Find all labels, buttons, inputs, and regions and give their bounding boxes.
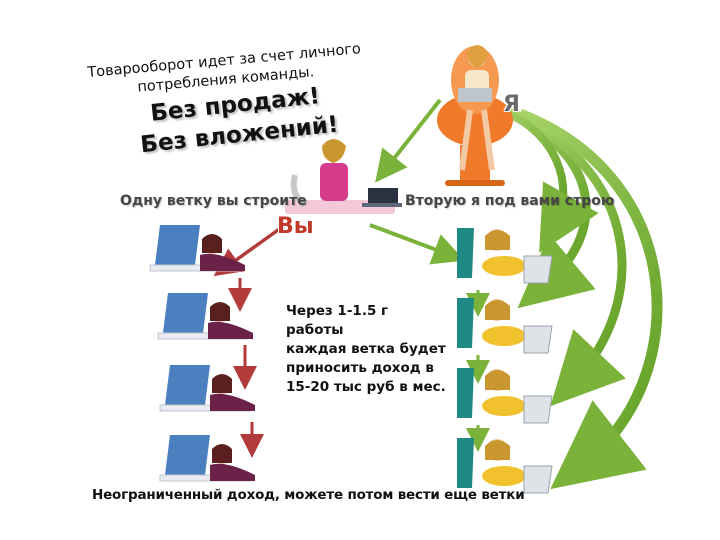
footer-text: Неограниченный доход, можете потом вести… <box>92 487 525 503</box>
role-you-label: Вы <box>277 214 314 239</box>
note-line-4: 15-20 тыс руб в мес. <box>286 379 446 395</box>
right-branch-label: Вторую я под вами строю <box>405 193 615 209</box>
right-chain-people <box>457 228 553 494</box>
big-green-arrows <box>493 104 663 490</box>
role-me-label: Я <box>503 92 520 117</box>
note-line-1: Через 1-1.5 г работы <box>286 303 389 338</box>
left-chain-arrows <box>228 278 264 458</box>
arrow-me-to-you <box>375 98 442 183</box>
note-line-3: приносить доход в <box>286 360 434 376</box>
arrow-you-to-right <box>369 223 465 265</box>
note-line-2: каждая ветка будет <box>286 341 446 357</box>
left-chain-people <box>149 225 255 482</box>
left-branch-label: Одну ветку вы строите <box>120 193 307 209</box>
income-note: Через 1-1.5 г работы каждая ветка будет … <box>286 302 446 397</box>
boss-figure <box>437 45 513 186</box>
you-figure <box>285 139 402 214</box>
